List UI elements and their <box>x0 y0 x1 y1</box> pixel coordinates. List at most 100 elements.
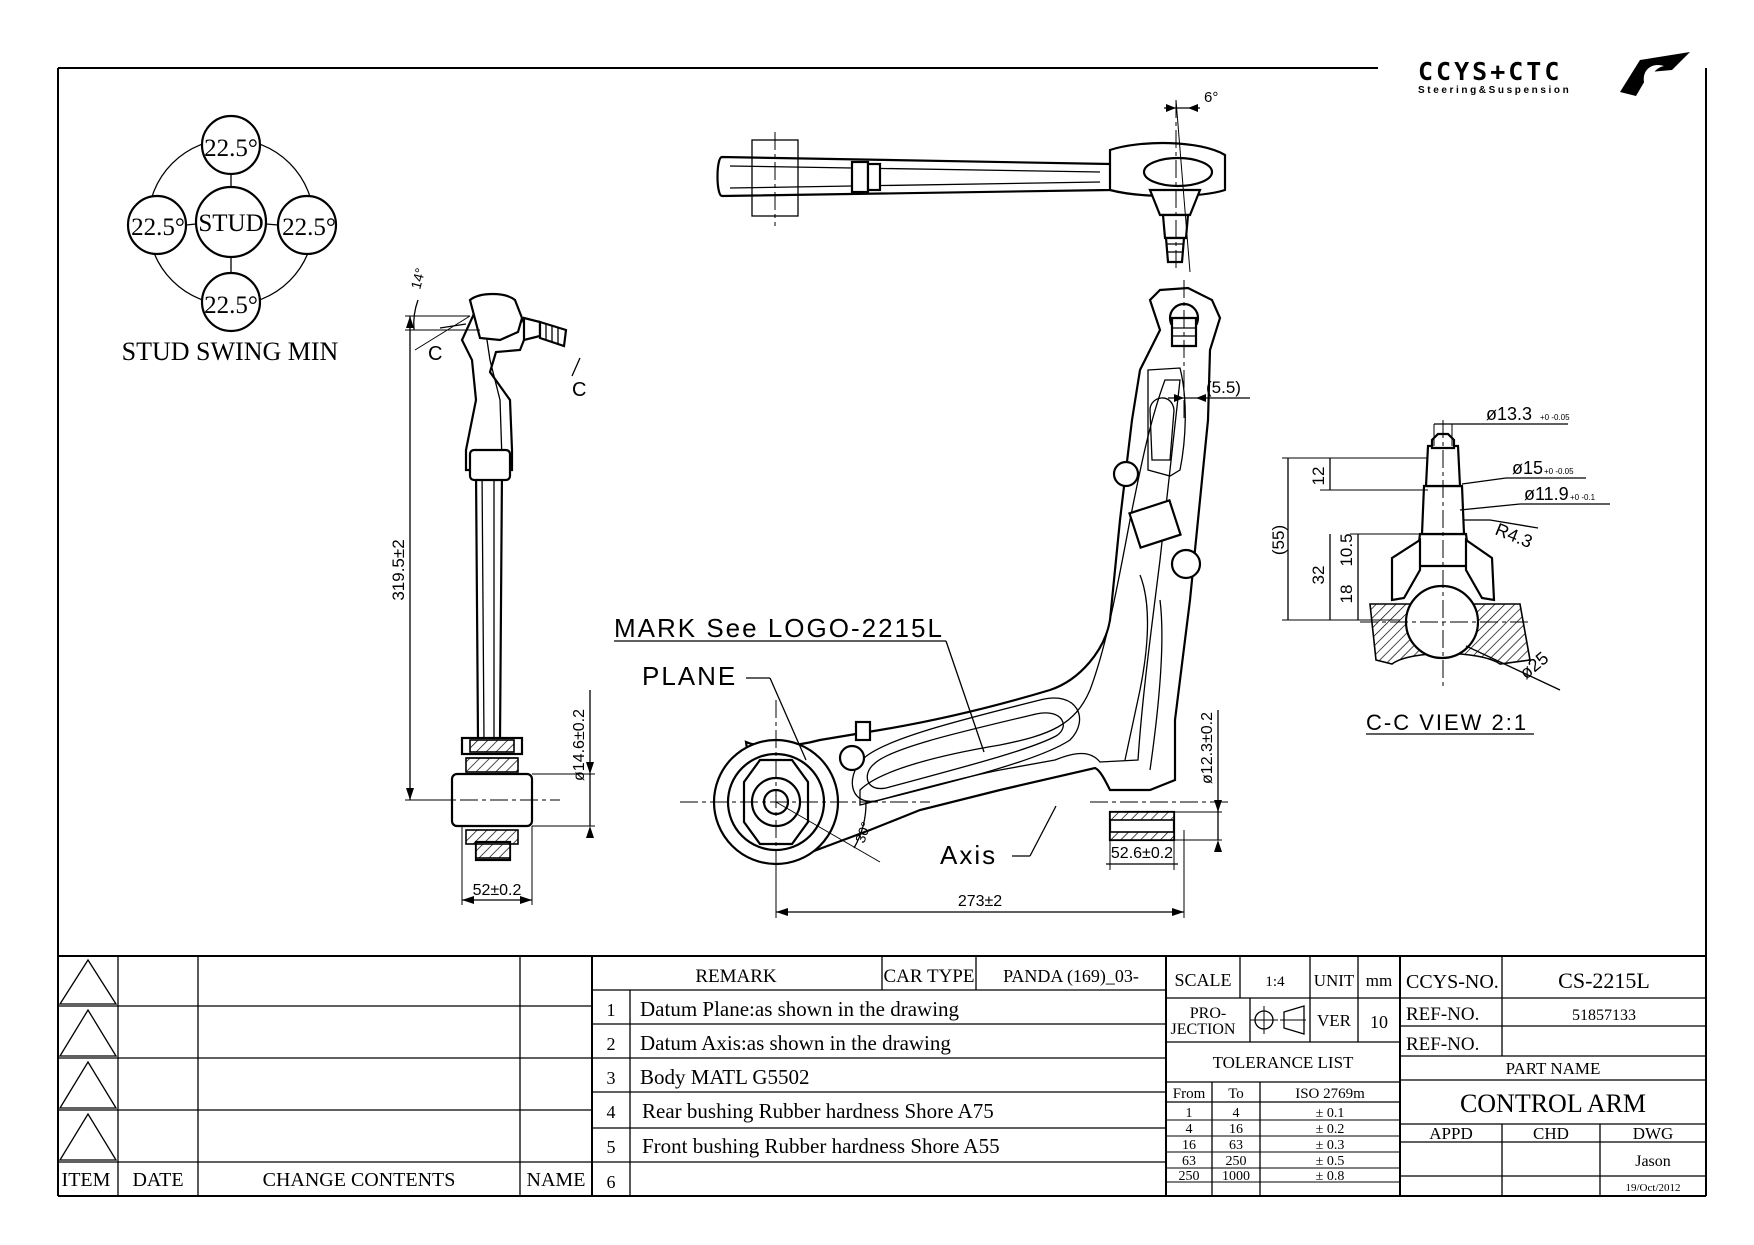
scale-label: SCALE <box>1174 970 1231 990</box>
section-total-dim: (55) <box>1269 525 1288 555</box>
remark-text-2: Datum Axis:as shown in the drawing <box>640 1031 951 1055</box>
remark-no-1: 1 <box>607 1000 616 1020</box>
main-length-dim: 273±2 <box>958 893 1002 910</box>
tol-val-2: ± 0.2 <box>1316 1122 1345 1137</box>
remark-text-4: Rear bushing Rubber hardness Shore A75 <box>642 1099 994 1123</box>
tol-val-1: ± 0.1 <box>1316 1106 1345 1121</box>
side-view: 319.5±2 ø14.6±0.2 52±0.2 14° C C <box>389 266 595 905</box>
tol-col-to: To <box>1228 1086 1244 1102</box>
side-height-dim: 319.5±2 <box>389 539 408 600</box>
section-mark-c2: C <box>572 379 586 401</box>
section-dia-2-tol: +0 -0.05 <box>1544 467 1574 476</box>
remark-no-5: 5 <box>607 1137 616 1157</box>
drawn-by: Jason <box>1635 1153 1671 1170</box>
plane-note: PLANE <box>642 661 737 691</box>
part-name-label: PART NAME <box>1506 1059 1601 1078</box>
tolerance-list: TOLERANCE LIST From To ISO 2769m 1 4 ± 0… <box>1173 1053 1365 1184</box>
section-dim-18: 18 <box>1337 585 1356 604</box>
section-dim-12: 12 <box>1309 467 1328 486</box>
appd-label: APPD <box>1429 1124 1472 1143</box>
ccys-no-label: CCYS-NO. <box>1406 971 1499 993</box>
section-dim-32: 32 <box>1309 566 1328 585</box>
section-radius: R4.3 <box>1493 519 1536 552</box>
swing-right-label: 22.5° <box>282 214 336 241</box>
tol-val-3: ± 0.3 <box>1316 1138 1345 1153</box>
top-view: 6° <box>716 89 1227 273</box>
chd-label: CHD <box>1533 1124 1569 1143</box>
car-type-value: PANDA (169)_03- <box>1003 966 1139 987</box>
tol-val-4: ± 0.5 <box>1316 1154 1345 1169</box>
tol-from-4: 63 <box>1182 1154 1196 1169</box>
top-angle-label: 6° <box>1204 89 1218 106</box>
stud-label: STUD <box>198 210 263 237</box>
part-name-value: CONTROL ARM <box>1460 1089 1646 1118</box>
title-block: CCYS-NO. CS-2215L REF-NO. 51857133 REF-N… <box>1406 968 1681 1194</box>
ver-value: 10 <box>1370 1012 1388 1032</box>
drawing-date: 19/Oct/2012 <box>1626 1182 1681 1194</box>
tol-to-3: 63 <box>1229 1138 1243 1153</box>
projection-label-1: PRO- <box>1190 1005 1226 1022</box>
section-dim-10-5: 10.5 <box>1337 533 1356 566</box>
tol-to-5: 1000 <box>1222 1169 1250 1184</box>
tol-from-1: 1 <box>1186 1106 1193 1121</box>
remarks-block: REMARK CAR TYPE PANDA (169)_03- 1 Datum … <box>607 966 1139 1192</box>
side-width-dim: 52±0.2 <box>473 882 522 899</box>
remark-header: REMARK <box>695 966 777 987</box>
remark-text-1: Datum Plane:as shown in the drawing <box>640 997 960 1021</box>
ref-no-value-1: 51857133 <box>1572 1007 1636 1024</box>
side-bush-dia-dim: ø14.6±0.2 <box>571 709 588 781</box>
projection-symbol-icon <box>1250 1005 1306 1035</box>
main-bush-width-dim: 52.6±0.2 <box>1111 845 1173 862</box>
mark-note: MARK See LOGO-2215L <box>614 613 944 643</box>
title-block-grid <box>58 955 1706 1196</box>
ref-no-label-2: REF-NO. <box>1406 1034 1479 1055</box>
stud-swing-diagram: 22.5° 22.5° STUD 22.5° 22.5° STUD SWING … <box>122 114 339 366</box>
tolerance-title: TOLERANCE LIST <box>1213 1053 1354 1072</box>
rev-header-name: NAME <box>527 1169 586 1191</box>
brand-logo: CCYS+CTC Steering&Suspension <box>1418 52 1690 96</box>
section-view-title: C-C VIEW 2:1 <box>1366 710 1528 735</box>
swing-top-label: 22.5° <box>204 135 258 162</box>
remark-text-5: Front bushing Rubber hardness Shore A55 <box>642 1134 1000 1158</box>
tol-from-2: 4 <box>1186 1122 1193 1137</box>
rev-header-change: CHANGE CONTENTS <box>263 1169 456 1191</box>
tol-col-from: From <box>1173 1086 1206 1102</box>
car-type-label: CAR TYPE <box>884 966 975 987</box>
logo-mark-icon <box>1620 52 1690 96</box>
section-view: (55) 12 32 10.5 18 ø13.3 +0 -0.05 ø15 +0… <box>1269 404 1610 735</box>
unit-value: mm <box>1366 971 1392 990</box>
tol-to-4: 250 <box>1226 1154 1247 1169</box>
main-view: ø12.3±0.2 52.6±0.2 273±2 (5.5) 30° MARK … <box>614 280 1250 918</box>
tol-to-2: 16 <box>1229 1122 1243 1137</box>
rev-header-item: ITEM <box>62 1169 111 1191</box>
section-dia-1: ø13.3 <box>1486 404 1532 424</box>
ver-label: VER <box>1317 1011 1352 1030</box>
remark-no-3: 3 <box>607 1068 616 1088</box>
section-mark-c1: C <box>428 343 442 365</box>
remark-no-4: 4 <box>607 1102 616 1122</box>
main-angle-label: 30° <box>852 820 874 845</box>
tol-from-5: 250 <box>1179 1169 1200 1184</box>
tol-val-5: ± 0.8 <box>1316 1169 1345 1184</box>
projection-label-2: JECTION <box>1171 1021 1236 1038</box>
logo-tagline: Steering&Suspension <box>1418 85 1571 96</box>
scale-value: 1:4 <box>1265 974 1285 990</box>
tol-col-std: ISO 2769m <box>1295 1086 1365 1102</box>
main-bush-dia-dim: ø12.3±0.2 <box>1199 712 1216 784</box>
section-dia-3: ø11.9 <box>1524 484 1569 504</box>
tol-from-3: 16 <box>1182 1138 1196 1153</box>
ref-no-label-1: REF-NO. <box>1406 1004 1479 1025</box>
rev-header-date: DATE <box>132 1169 183 1191</box>
axis-note: Axis <box>940 840 997 870</box>
remark-no-6: 6 <box>607 1172 616 1192</box>
ccys-no-value: CS-2215L <box>1558 968 1650 993</box>
swing-left-label: 22.5° <box>131 214 185 241</box>
dwg-label: DWG <box>1633 1124 1674 1143</box>
section-dia-3-tol: +0 -0.1 <box>1570 493 1596 502</box>
revision-block: ITEM DATE CHANGE CONTENTS NAME <box>62 1169 586 1191</box>
section-dia-2: ø15 <box>1512 458 1543 478</box>
main-offset-dim: (5.5) <box>1206 378 1241 397</box>
remark-no-2: 2 <box>607 1034 616 1054</box>
swing-bottom-label: 22.5° <box>204 292 258 319</box>
